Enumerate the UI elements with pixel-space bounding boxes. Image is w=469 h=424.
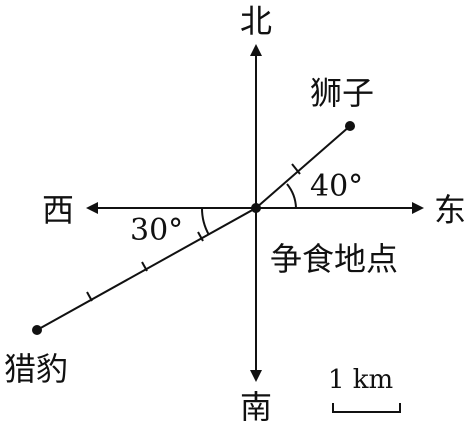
west-label: 西: [42, 191, 74, 229]
angle-arc-west: [200, 207, 210, 236]
lion-tick: [291, 163, 301, 175]
lion-point: [345, 121, 355, 131]
scale-label: 1 km: [328, 365, 393, 395]
east-label: 东: [434, 191, 466, 229]
contest-site-label: 争食地点: [270, 240, 398, 278]
angle-arc-east: [286, 183, 297, 209]
leopard-tick-2: [141, 261, 148, 272]
angle-east-label: 40°: [310, 169, 363, 204]
leopard-label: 猎豹: [4, 350, 68, 388]
lion-line: [255, 125, 351, 209]
scale-bar: [332, 403, 401, 413]
leopard-tick-1: [197, 231, 204, 242]
origin-point: [251, 203, 261, 213]
north-label: 北: [240, 2, 272, 40]
lion-label: 狮子: [310, 74, 374, 112]
leopard-point: [32, 325, 42, 335]
south-label: 南: [240, 388, 272, 424]
leopard-tick-3: [86, 291, 93, 302]
angle-west-label: 30°: [130, 213, 183, 248]
